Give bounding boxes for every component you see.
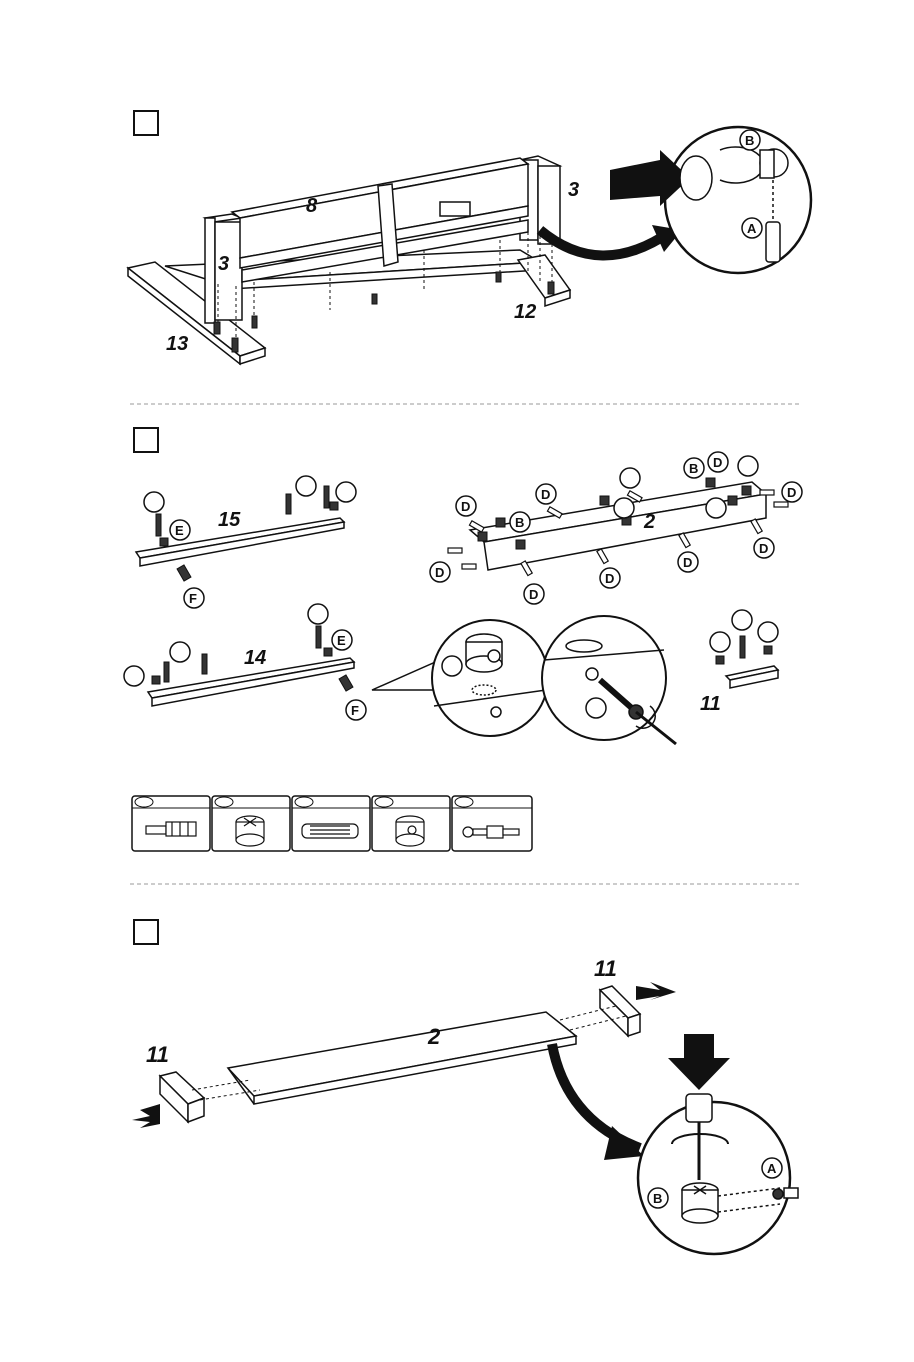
hardware-letter: D <box>713 455 722 470</box>
hardware-letter: B <box>653 1191 662 1206</box>
hardware-letter: D <box>683 555 692 570</box>
part-label: 2 <box>427 1024 441 1049</box>
hardware-letter: D <box>461 499 470 514</box>
hardware-letter: B <box>689 461 698 476</box>
hardware-letter: D <box>435 565 444 580</box>
part-label: 11 <box>594 956 617 981</box>
hardware-letter: F <box>351 703 359 718</box>
hardware-letter: D <box>759 541 768 556</box>
part-label: 2 <box>643 511 655 533</box>
part-11-left-rail <box>160 1072 204 1122</box>
part-label: 11 <box>146 1042 169 1067</box>
step-2-number-box <box>134 428 158 452</box>
hardware-letter: D <box>541 487 550 502</box>
part-11-rail-step2 <box>726 666 778 688</box>
step-3-callout-arrow <box>552 1044 640 1148</box>
legend-item <box>292 796 370 851</box>
hardware-letter: E <box>337 633 346 648</box>
legend-item <box>132 796 210 851</box>
legend-item <box>212 796 290 851</box>
wood-dowel-icon <box>302 824 358 838</box>
part-label: 12 <box>514 301 536 323</box>
step-2: 15 14 2 11 <box>124 428 802 851</box>
part-label: 14 <box>244 647 266 669</box>
hardware-letter: A <box>747 221 757 236</box>
hardware-letter: A <box>767 1161 777 1176</box>
hardware-letter: F <box>189 591 197 606</box>
part-label: 3 <box>568 179 579 201</box>
arrow-icon <box>132 1104 160 1128</box>
hardware-legend <box>132 796 532 851</box>
part-label: 3 <box>218 253 229 275</box>
part-label: 13 <box>166 333 188 355</box>
cam-lock-icon <box>236 816 264 846</box>
hardware-letter: D <box>605 571 614 586</box>
hardware-letter: E <box>175 523 184 538</box>
step-1-number-box <box>134 111 158 135</box>
part-2-shelf <box>228 1012 576 1104</box>
part-11-right-rail <box>600 986 640 1036</box>
magnifier-circle-icon <box>638 1102 790 1254</box>
part-label: 8 <box>306 195 318 217</box>
part-13-base-rail <box>128 250 570 364</box>
hardware-letter: D <box>787 485 796 500</box>
step-3: 11 2 11 B A <box>132 920 798 1254</box>
hardware-letter: D <box>529 587 538 602</box>
legend-item <box>452 796 532 851</box>
hardware-letter: B <box>745 133 754 148</box>
step-1: 13 12 3 3 8 B A <box>128 111 811 364</box>
magnifier-circle-icon <box>665 127 811 273</box>
part-label: 11 <box>700 693 721 715</box>
arrow-icon <box>636 982 676 1000</box>
arrow-icon <box>668 1034 730 1090</box>
legend-item <box>372 796 450 851</box>
cam-bolt-detail <box>773 1188 798 1199</box>
step-3-number-box <box>134 920 158 944</box>
barrel-nut-icon <box>396 816 424 846</box>
part-label: 15 <box>218 509 241 531</box>
hardware-letter: B <box>515 515 524 530</box>
